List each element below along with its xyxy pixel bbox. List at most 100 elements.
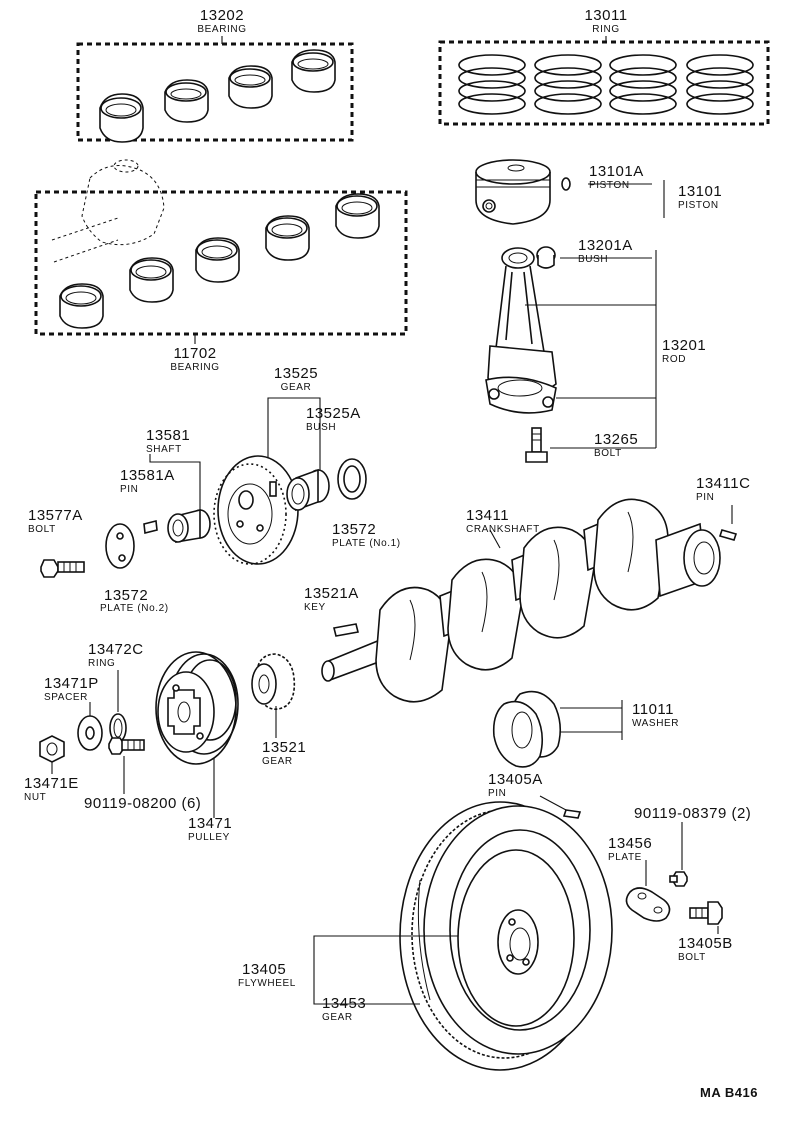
rod-bolt-icon [525, 427, 548, 463]
part-number-13581A: 13581A [120, 467, 175, 484]
part-name-gear: GEAR [280, 382, 312, 393]
part-name-plate-no2: PLATE (No.2) [100, 603, 169, 614]
pulley-nut-icon [39, 735, 65, 763]
flywheel-pin-icon [562, 809, 582, 819]
part-number-13405: 13405 [242, 961, 287, 978]
flywheel-icon [399, 801, 613, 1071]
part-name-pulley: PULLEY [188, 832, 230, 843]
part-number-13101A: 13101A [589, 163, 644, 180]
part-number-11702: 11702 [173, 345, 217, 362]
piston-ring-icon [686, 54, 754, 115]
crank-key-icon [333, 623, 359, 637]
piston-ring-icon [458, 54, 526, 115]
part-name-key: KEY [304, 602, 326, 613]
part-number-13456: 13456 [608, 835, 653, 852]
crankshaft-pulley-icon [155, 651, 239, 765]
pulley-spacer-icon [77, 715, 103, 751]
crankshaft-pin-icon [718, 529, 738, 541]
part-name-bolt: BOLT [678, 952, 706, 963]
crank-journal-sketch [51, 159, 165, 263]
pulley-ring-icon [109, 713, 127, 743]
part-number-13411C: 13411C [696, 475, 751, 492]
bearing-shell-icon [265, 215, 310, 261]
part-number-13411: 13411 [466, 507, 510, 524]
part-name-bush: BUSH [306, 422, 337, 433]
piston-icon [475, 159, 571, 225]
connecting-rod-icon [485, 246, 557, 414]
shaft-pin-icon [143, 520, 158, 534]
lower-bearing-set [34, 190, 408, 344]
thrust-plate-no1-icon [337, 458, 367, 500]
part-name-nut: NUT [24, 792, 47, 803]
plate-bolt-small-icon [669, 871, 688, 887]
part-name-crankshaft: CRANKSHAFT [466, 524, 540, 535]
part-number-13525A: 13525A [306, 405, 361, 422]
upper-bearing-set [76, 36, 354, 143]
part-name-piston: PISTON [678, 200, 719, 211]
part-number-13101: 13101 [678, 183, 723, 200]
part-number-90119-08379: 90119-08379 (2) [634, 805, 752, 822]
gear-bush-icon [286, 468, 330, 512]
bearing-shell-icon [129, 257, 174, 303]
part-number-13405A: 13405A [488, 771, 543, 788]
part-name-pin: PIN [488, 788, 507, 799]
part-name-spacer: SPACER [44, 692, 88, 703]
part-name-shaft: SHAFT [146, 444, 182, 455]
bearing-shell-icon [228, 65, 273, 109]
part-name-ring: PISTON [589, 180, 630, 191]
part-number-13453: 13453 [322, 995, 367, 1012]
bearing-shell-icon [335, 193, 380, 239]
crankshaft-icon [321, 498, 721, 703]
part-number-13471P: 13471P [44, 675, 99, 692]
part-name-bolt: BOLT [594, 448, 622, 459]
part-number-13521A: 13521A [304, 585, 359, 602]
part-number-13202: 13202 [199, 7, 245, 24]
timing-gear-icon [213, 455, 299, 565]
part-number-13471E: 13471E [24, 775, 79, 792]
bearing-shell-icon [291, 49, 336, 93]
part-number-13201A: 13201A [578, 237, 633, 254]
bearing-shell-icon [164, 79, 209, 123]
part-name-plate-no1: PLATE (No.1) [332, 538, 401, 549]
part-name-bearing: BEARING [170, 362, 220, 373]
thrust-washer-icon [492, 690, 562, 768]
flywheel-bolt-icon [689, 901, 723, 925]
flywheel-plate-icon [625, 887, 671, 922]
pulley-bolt-icon [108, 737, 145, 755]
part-number-13201: 13201 [662, 337, 707, 354]
piston-ring-set [438, 36, 770, 126]
part-number-13471: 13471 [188, 815, 233, 832]
part-name-pin: PIN [696, 492, 715, 503]
part-name-bush: BUSH [578, 254, 609, 265]
part-name-gear: GEAR [322, 1012, 353, 1023]
part-name-flywheel: FLYWHEEL [238, 978, 296, 989]
part-number-13577A: 13577A [28, 507, 83, 524]
part-number-13572: 13572 [332, 521, 377, 538]
thrust-plate-no2-icon [105, 523, 135, 569]
part-number-90119-08200: 90119-08200 (6) [84, 795, 202, 812]
part-number-13265: 13265 [594, 431, 639, 448]
diagram-code: MA B416 [700, 1085, 758, 1100]
part-number-13572: 13572 [104, 587, 149, 604]
part-number-11011: 11011 [632, 701, 674, 718]
piston-ring-icon [534, 54, 602, 115]
crank-gear-icon [251, 653, 296, 710]
part-name-rod: ROD [662, 354, 687, 365]
part-name-pin: PIN [120, 484, 139, 495]
part-name-ring: RING [592, 24, 620, 35]
bearing-shell-icon [99, 93, 144, 143]
part-name-ring: RING [88, 658, 116, 669]
part-name-plate: PLATE [608, 852, 642, 863]
bearing-shell-icon [59, 283, 104, 329]
part-number-13405B: 13405B [678, 935, 733, 952]
plate-bolt-icon [40, 559, 85, 578]
part-name-bearing: BEARING [197, 24, 247, 35]
part-number-13581: 13581 [146, 427, 191, 444]
bearing-shell-icon [195, 237, 240, 283]
part-name-bolt: BOLT [28, 524, 56, 535]
part-number-13472C: 13472C [88, 641, 144, 658]
part-name-washer: WASHER [632, 718, 680, 729]
part-number-13011: 13011 [584, 7, 628, 24]
